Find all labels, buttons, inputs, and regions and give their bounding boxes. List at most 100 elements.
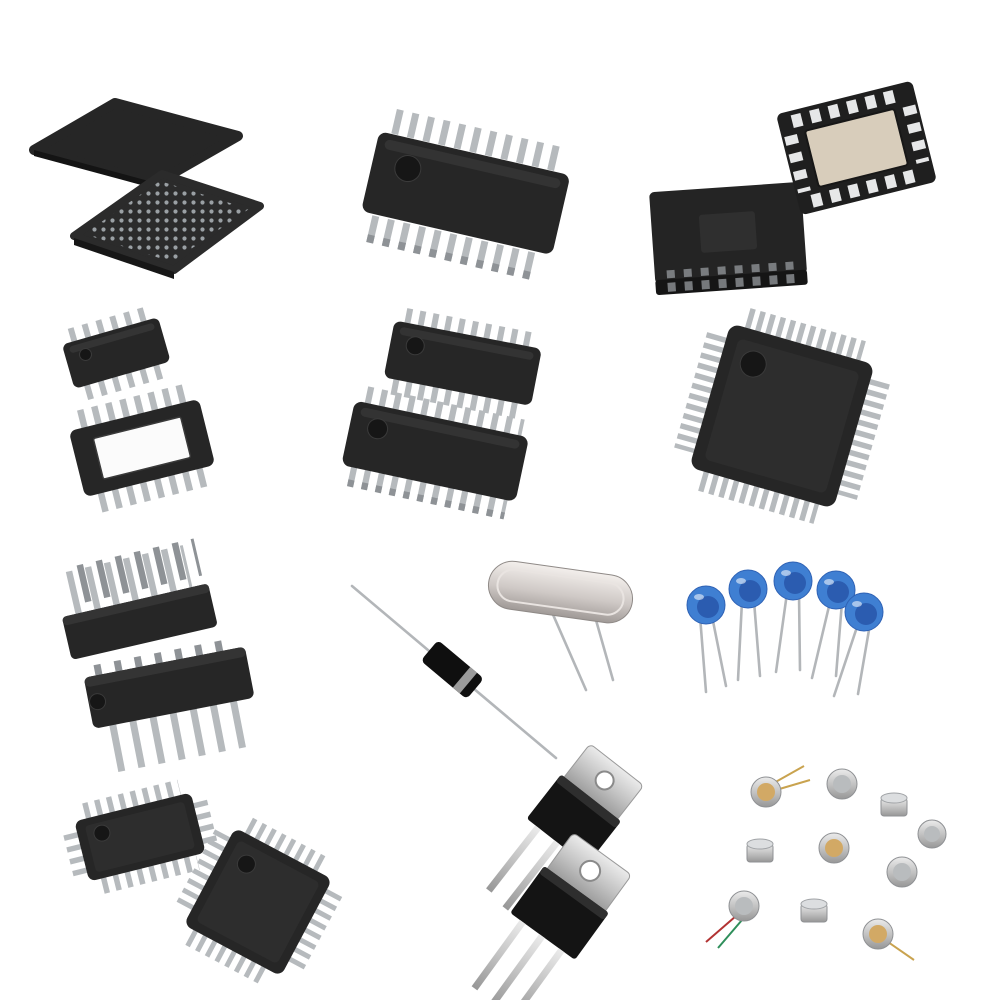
ceramic-center: [804, 108, 909, 188]
pin-row-bottom: [100, 853, 200, 894]
body-bevel: [84, 647, 246, 687]
pin-row-top: [82, 779, 182, 820]
body-bevel: [62, 584, 210, 626]
lead: [488, 934, 545, 1000]
pin-row: [364, 386, 525, 439]
varistor-lead: [752, 599, 762, 678]
varistor-lead: [698, 614, 708, 694]
pin-row-far: [93, 639, 230, 678]
to220-b: [471, 834, 631, 1000]
lid-top-face: [29, 98, 243, 188]
crystal-lead: [549, 608, 588, 692]
varistor-lead: [856, 622, 872, 696]
dip-upside: [62, 538, 217, 659]
lead: [511, 948, 565, 1000]
castellation-pads: [667, 273, 798, 292]
varistor-set: [686, 561, 884, 698]
msop-package: [63, 306, 170, 401]
pin-row-left: [674, 332, 729, 454]
varistor-lead: [710, 614, 728, 688]
open-window: [92, 416, 192, 480]
varistor-center: [697, 596, 719, 618]
varistor: [832, 592, 884, 698]
axial-diode: [350, 584, 558, 760]
msop-body: [63, 318, 170, 388]
gloss-highlight: [824, 579, 834, 585]
dip-body: [62, 584, 217, 659]
sensor-can: [880, 792, 908, 817]
pin-row-top: [744, 308, 866, 363]
pin-row: [97, 465, 208, 513]
pin-row-near: [109, 698, 252, 772]
mounting-hole: [579, 859, 602, 882]
plastic-body: [527, 775, 620, 865]
varistor-center: [784, 572, 806, 594]
body-bevel: [69, 323, 155, 353]
pin-row: [404, 308, 535, 350]
varistor-lead: [774, 591, 789, 674]
lead: [471, 919, 526, 991]
pin-row-near: [65, 545, 194, 617]
crystal-hc49: [487, 560, 634, 692]
lqfp-48: [674, 308, 890, 524]
varistor-lead: [797, 591, 802, 672]
pin1-dimple: [405, 336, 425, 356]
can-face: [869, 925, 887, 943]
can-face: [825, 839, 843, 857]
edge-pads: [666, 261, 797, 279]
varistor-lead: [810, 600, 832, 680]
bga-side: [74, 238, 174, 279]
pin1-dimple: [93, 824, 111, 842]
can-top: [800, 898, 828, 910]
can-face: [924, 826, 940, 842]
pin1-dimple: [739, 350, 767, 378]
mounting-hole: [594, 770, 615, 791]
pin-row-bottom: [698, 469, 820, 524]
sensor-can: [705, 890, 760, 949]
pin-row: [366, 215, 544, 282]
pin-feet: [366, 234, 540, 282]
pin-row-left: [173, 829, 231, 916]
sensor-cans: [705, 765, 947, 961]
can-face: [833, 775, 851, 793]
pin1-dimple: [394, 155, 422, 183]
varistor-lead: [834, 600, 844, 678]
body-bevel: [399, 327, 534, 360]
qfp-top-face: [197, 841, 319, 963]
sensor-can: [800, 898, 828, 923]
tssop-open-window: [70, 384, 214, 513]
can-seam: [496, 568, 625, 616]
lead: [502, 840, 560, 911]
lqfp-32-b: [173, 817, 343, 987]
varistor-center: [855, 603, 877, 625]
sensor-can: [862, 918, 915, 961]
pin-row-right: [285, 888, 343, 975]
varistor-center: [827, 581, 849, 603]
dip-body: [84, 647, 254, 728]
varistor: [686, 585, 728, 694]
can-top: [880, 792, 908, 804]
plastic-body: [511, 867, 608, 959]
tssop-24: [362, 109, 569, 282]
can-face: [735, 897, 753, 915]
varistor-center: [739, 580, 761, 602]
varistor: [728, 569, 768, 682]
gold-wire: [775, 779, 811, 791]
lead: [486, 825, 541, 893]
qfp-top-face: [705, 339, 859, 493]
varistor: [810, 570, 856, 680]
qfn-package-bottom: [649, 182, 808, 295]
varistor-lead: [736, 599, 744, 682]
body-bevel: [540, 867, 608, 920]
gold-wire: [771, 765, 805, 785]
dip-front: [84, 639, 254, 772]
can-face: [893, 863, 911, 881]
pin-row: [77, 384, 187, 431]
varistor-lead: [832, 622, 860, 698]
gloss-highlight: [852, 601, 862, 607]
gold-wire: [887, 941, 915, 961]
pin-row-right: [835, 378, 890, 500]
sensor-can: [750, 765, 811, 808]
sensor-can: [818, 832, 850, 864]
